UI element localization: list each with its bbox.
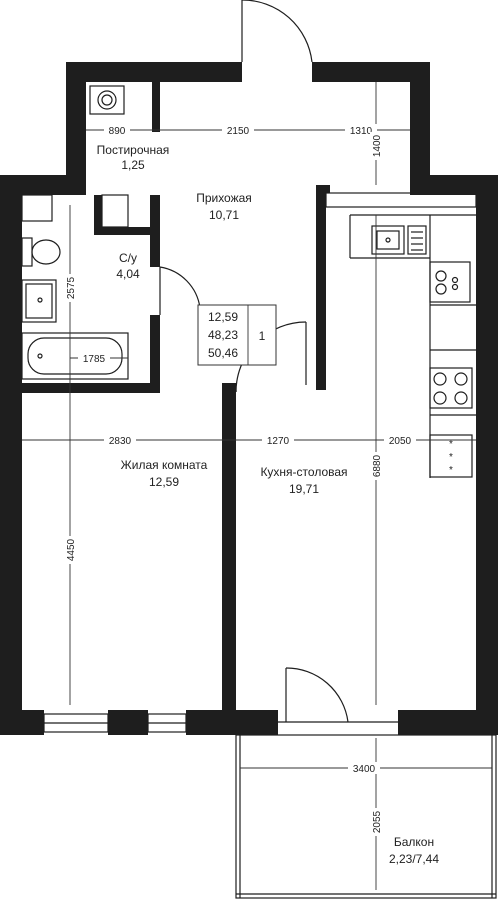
kitchen-area: 19,71: [289, 482, 319, 496]
summary-values: 12,59 48,23 50,46 1: [208, 310, 266, 360]
hall-name: Прихожая: [196, 191, 252, 205]
balcony-name: Балкон: [394, 835, 434, 849]
storage-area: 1,25: [121, 158, 145, 172]
dim-2575: 2575: [66, 276, 77, 299]
balcony-outline: [235, 734, 497, 899]
dim-4450: 4450: [66, 538, 77, 561]
dim-1310: 1310: [350, 126, 373, 137]
area-summary-box: [197, 304, 277, 366]
summary-total-with-balcony: 50,46: [208, 346, 238, 360]
walls: [0, 62, 498, 735]
dim-2150: 2150: [227, 126, 250, 137]
windows: [43, 192, 477, 733]
living-area: 12,59: [149, 475, 179, 489]
storage-name: Постирочная: [97, 143, 170, 157]
dim-2050: 2050: [389, 436, 412, 447]
dim-1270: 1270: [267, 436, 290, 447]
dim-890: 890: [109, 126, 126, 137]
living-name: Жилая комната: [121, 458, 208, 472]
hall-area: 10,71: [209, 208, 239, 222]
dim-3400: 3400: [353, 764, 376, 775]
kitchen-name: Кухня-столовая: [260, 465, 347, 479]
bathroom-area: 4,04: [116, 267, 140, 281]
fixtures: [21, 85, 476, 478]
dim-2055: 2055: [372, 810, 383, 833]
summary-living-area: 12,59: [208, 310, 238, 324]
dim-2830: 2830: [109, 436, 132, 447]
summary-total-area: 48,23: [208, 328, 238, 342]
dim-1785: 1785: [83, 354, 106, 365]
summary-rooms-count: 1: [259, 329, 266, 343]
dimension-labels: 890 2150 1310 1400 2575 1785 2830 1270 2…: [64, 124, 416, 836]
svg-text:*: *: [449, 439, 453, 450]
bathroom-name: С/у: [119, 251, 137, 265]
dimension-lines: [22, 82, 492, 890]
balcony-area: 2,23/7,44: [389, 852, 439, 866]
doors: [159, 0, 398, 723]
dim-6880: 6880: [372, 454, 383, 477]
room-labels: Постирочная 1,25 Прихожая 10,71 С/у 4,04…: [97, 143, 440, 866]
dim-1400: 1400: [372, 134, 383, 157]
svg-text:*: *: [449, 465, 453, 476]
appliance-stars: * * *: [449, 439, 453, 476]
svg-text:*: *: [449, 452, 453, 463]
